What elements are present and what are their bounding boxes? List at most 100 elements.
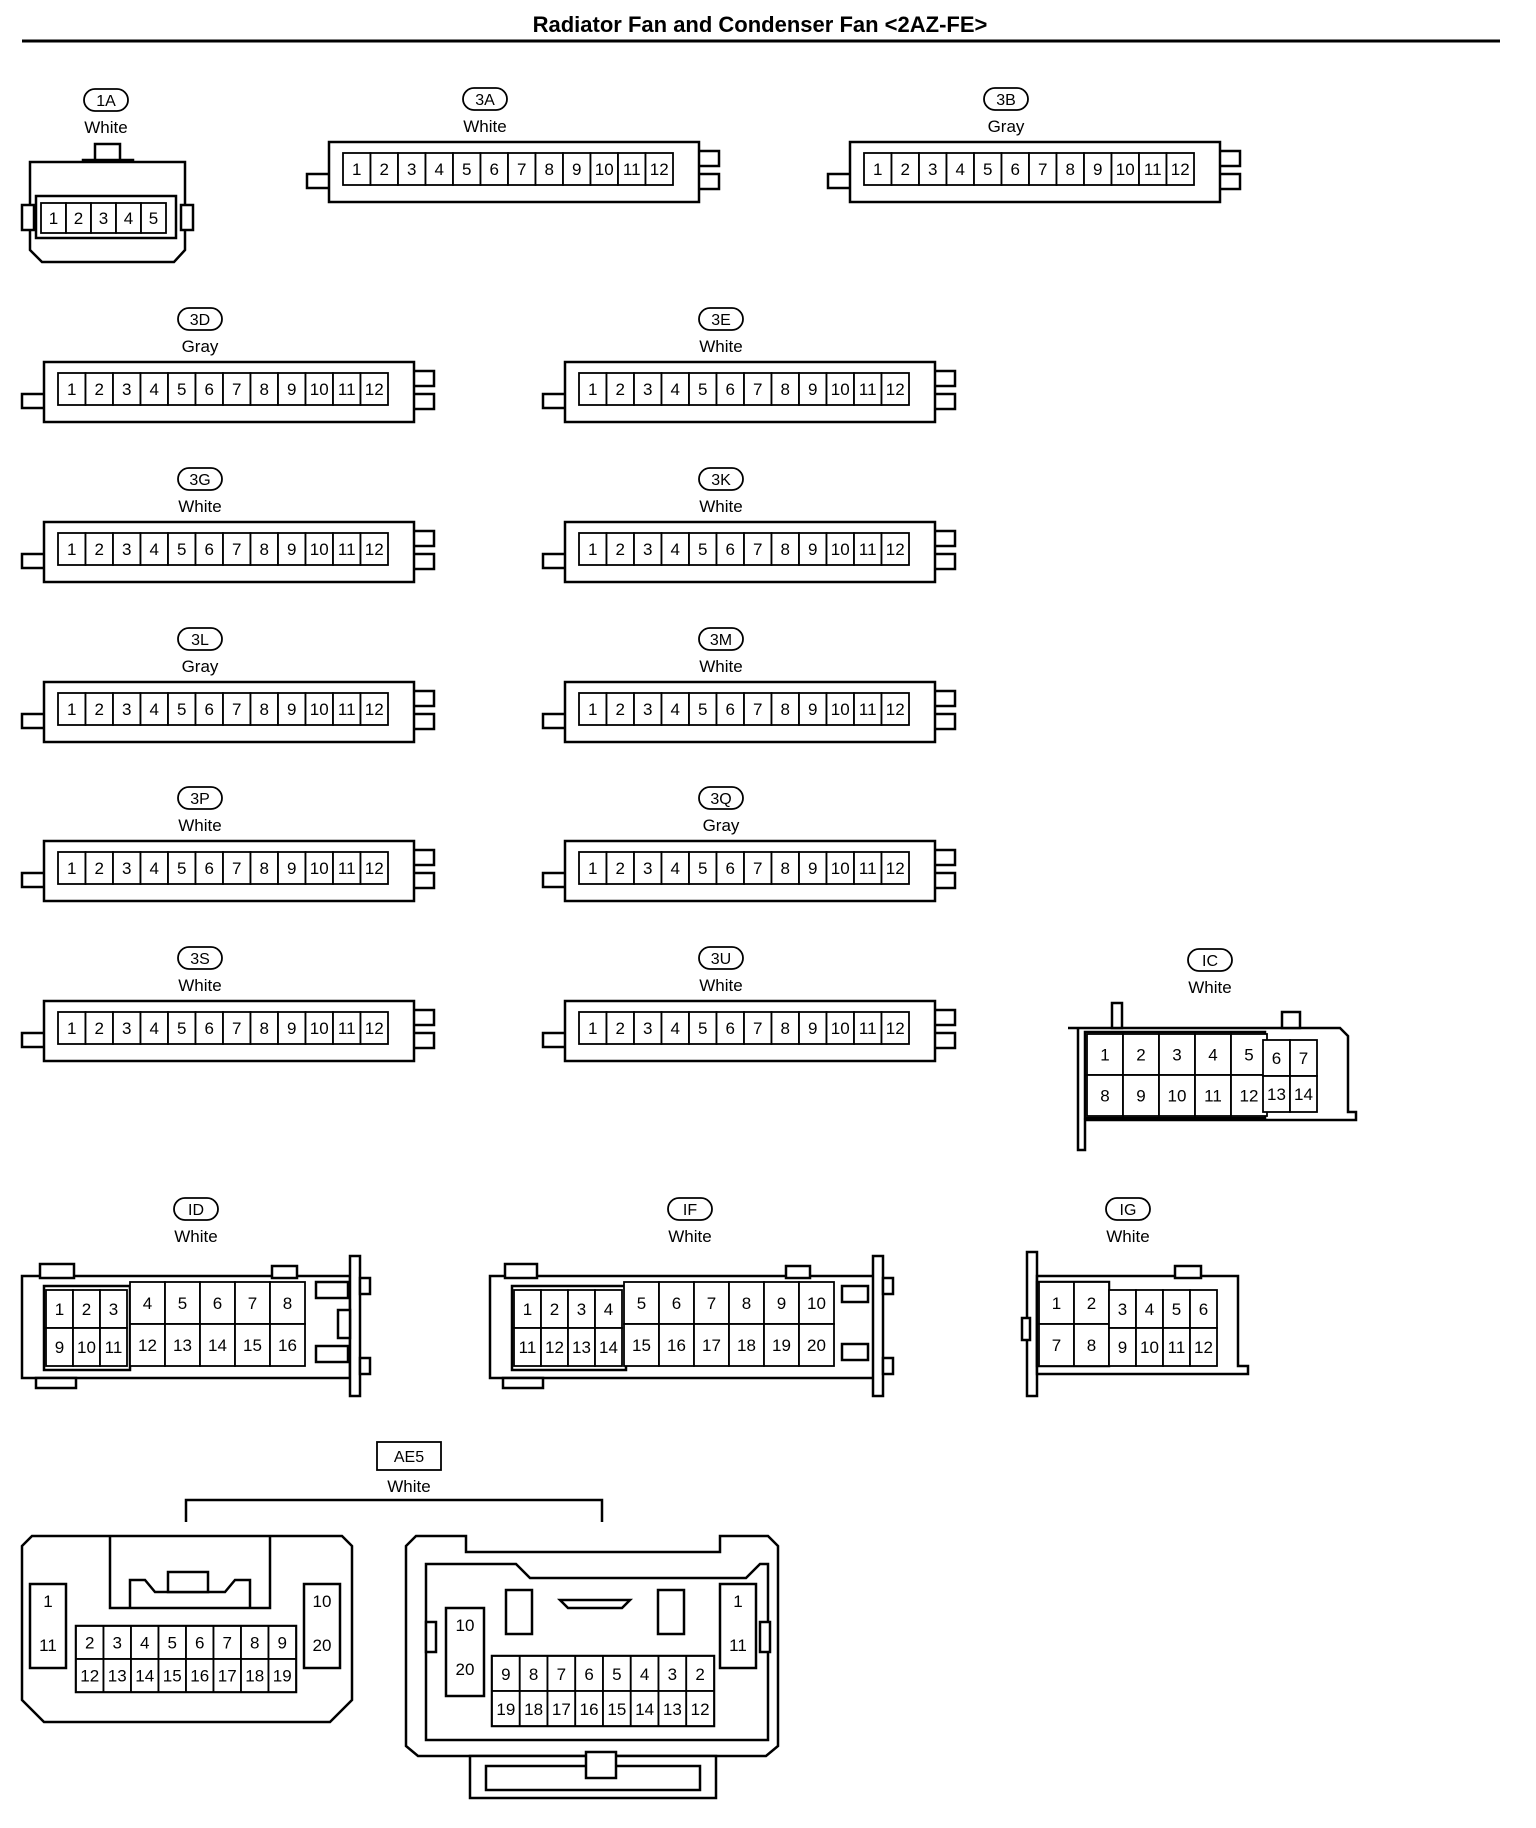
pin-number: 5 (177, 859, 186, 878)
pin-number: 12 (365, 380, 384, 399)
connector-color: Gray (988, 117, 1025, 136)
pin-number: 4 (435, 160, 444, 179)
pin-cell (157, 1658, 187, 1693)
pin-number: 1 (55, 1300, 64, 1319)
connector-code-oval (667, 1197, 713, 1221)
pin-cell (546, 1690, 577, 1727)
pin-cell (304, 532, 334, 566)
connector-color: White (668, 1227, 711, 1246)
pin-cell (660, 851, 690, 885)
pin-number: 9 (572, 160, 581, 179)
pin-cell (240, 1658, 270, 1693)
pin-cell (222, 1011, 252, 1045)
connector-color: White (178, 497, 221, 516)
pin-number: 16 (580, 1700, 599, 1719)
pin-number: 7 (753, 540, 762, 559)
pin-cell (685, 1690, 715, 1727)
pin-number: 7 (1038, 160, 1047, 179)
pin-number: 1 (733, 1592, 742, 1611)
connector-color: White (84, 118, 127, 137)
pin-number: 6 (205, 700, 214, 719)
pin-number: 8 (781, 380, 790, 399)
pin-cell (578, 851, 608, 885)
pin-cell (602, 1690, 632, 1727)
pin-cell (99, 1327, 128, 1367)
pin-cell (369, 152, 399, 186)
pin-cell (853, 851, 883, 885)
pin-cell (277, 372, 307, 406)
pin-number: 19 (273, 1667, 292, 1686)
pin-number: 1 (588, 540, 597, 559)
pin-number: 1 (352, 160, 361, 179)
pin-number: 6 (584, 1665, 593, 1684)
pin-cell (304, 372, 334, 406)
pin-cell (688, 372, 718, 406)
pin-number: 16 (278, 1336, 297, 1355)
pin-cell (1038, 1323, 1075, 1367)
pin-number: 8 (781, 540, 790, 559)
pin-number: 10 (456, 1616, 475, 1635)
pin-cell (1189, 1327, 1218, 1367)
pin-cell (234, 1323, 271, 1367)
pin-cell (57, 372, 87, 406)
pin-number: 2 (74, 209, 83, 228)
pin-cell (167, 692, 197, 726)
pin-number: 9 (287, 859, 296, 878)
pin-cell (1122, 1033, 1160, 1076)
connector-code: 3Q (710, 791, 731, 808)
pin-number: 3 (928, 160, 937, 179)
pin-number: 3 (643, 380, 652, 399)
pin-number: 5 (698, 700, 707, 719)
pin-number: 5 (177, 380, 186, 399)
connector-color: White (1188, 978, 1231, 997)
connector-color: White (387, 1477, 430, 1496)
pin-number: 12 (650, 160, 669, 179)
pin-cell (688, 851, 718, 885)
pin-number: 9 (777, 1294, 786, 1313)
pin-cell (249, 532, 279, 566)
pin-number: 10 (310, 1019, 329, 1038)
pin-number: 12 (886, 1019, 905, 1038)
pin-cell (332, 532, 362, 566)
pin-number: 12 (1240, 1087, 1259, 1106)
pin-cell (798, 1323, 835, 1367)
pin-cell (507, 152, 537, 186)
pin-number: 11 (39, 1636, 57, 1655)
pin-number: 4 (671, 859, 680, 878)
connector-code-oval (698, 786, 744, 810)
pin-cell (688, 532, 718, 566)
pin-cell (164, 1281, 201, 1325)
pin-cell (167, 372, 197, 406)
pin-number: 2 (1136, 1046, 1145, 1065)
pin-number: 1 (67, 1019, 76, 1038)
connector-code-oval (177, 627, 223, 651)
pin-number: 17 (218, 1667, 237, 1686)
pin-cell (513, 1327, 542, 1367)
pin-number: 3 (1118, 1300, 1127, 1319)
pin-cell (1165, 152, 1195, 186)
pin-number: 1 (49, 209, 58, 228)
pin-cell (99, 1289, 128, 1329)
pin-number: 2 (85, 1634, 94, 1653)
pin-cell (578, 372, 608, 406)
connector-code: IC (1202, 953, 1218, 970)
pin-cell (90, 202, 117, 234)
pin-cell (277, 851, 307, 885)
connector-color: White (699, 497, 742, 516)
pin-number: 2 (616, 859, 625, 878)
pin-number: 5 (178, 1294, 187, 1313)
pin-number: 10 (310, 380, 329, 399)
pin-number: 1 (67, 380, 76, 399)
pin-number: 2 (95, 700, 104, 719)
pin-number: 4 (604, 1300, 613, 1319)
pin-cell (157, 1625, 187, 1660)
pin-number: 1 (67, 859, 76, 878)
pin-number: 3 (643, 700, 652, 719)
pin-cell (479, 152, 509, 186)
pin-number: 9 (287, 540, 296, 559)
connector-code: 3L (191, 632, 209, 649)
pin-cell (1262, 1075, 1291, 1113)
